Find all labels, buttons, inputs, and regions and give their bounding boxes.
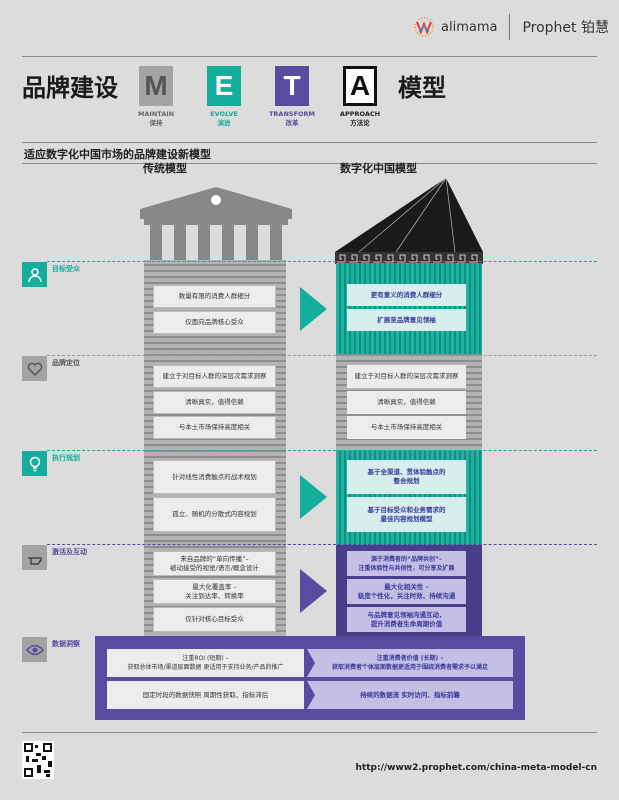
section-label-audience: 目标受众 (52, 265, 80, 273)
divider (22, 56, 597, 57)
traditional-item: 孤立、随机的分散式内容规划 (153, 497, 276, 532)
hand-pointer-icon (22, 545, 47, 570)
digital-item: 与本土市场保持高度相关 (347, 416, 466, 439)
section-divider (47, 544, 597, 545)
eye-icon (22, 637, 47, 662)
traditional-item: 针对线性消费触点的战术规划 (153, 460, 276, 494)
lightbulb-icon (22, 451, 47, 476)
traditional-item: 建立于对目标人群的深层次需求洞察 (153, 365, 276, 388)
section-divider (47, 450, 597, 451)
section-divider (47, 355, 597, 356)
divider (22, 732, 597, 733)
arrow-right-icon (300, 475, 327, 519)
data-traditional-item: 注重ROI (短期) – 获取总体市场/渠道层面数据 更适用于支持业务/产品的推… (107, 649, 304, 677)
person-icon (22, 262, 47, 287)
column-heading-digital: 数字化中国模型 (340, 162, 417, 175)
qr-code-icon (22, 741, 54, 779)
section-label-activation: 激活及互动 (52, 548, 87, 556)
arrow-right-icon (300, 287, 327, 331)
traditional-item: 清晰真实，值得信赖 (153, 391, 276, 414)
section-label-data: 数据洞察 (52, 640, 80, 648)
data-traditional-item: 固定时段的数据快照 周期性获取、指标滞后 (107, 681, 304, 709)
heart-icon (22, 356, 47, 381)
prophet-logo-text: Prophet 铂慧 (522, 20, 609, 36)
digital-item: 基于目标受众和业务需求的 最佳内容规划模型 (347, 497, 466, 532)
data-digital-item: 注重消费者价值 (长期) – 获取消费者个体层面数据更适用于围绕消费者需求予以满… (307, 649, 513, 677)
temple-roof-icon (140, 187, 292, 261)
data-insight-panel: 注重ROI (短期) – 获取总体市场/渠道层面数据 更适用于支持业务/产品的推… (95, 636, 525, 720)
digital-item: 扩展至品牌意见领袖 (347, 309, 466, 331)
footer-url-link[interactable]: http://www2.prophet.com/china-meta-model… (355, 763, 597, 773)
divider (22, 163, 597, 164)
digital-wall-audience (336, 263, 482, 354)
digital-item: 源于消费者的“品牌共创”– 注重体验性与共创性，可分享及扩展 (347, 551, 466, 576)
digital-item: 建立于对目标人群的深层次需求洞察 (347, 365, 466, 388)
traditional-item: 最大化覆盖率 – 关注到达率、转换率 (153, 579, 276, 604)
alimama-logo-icon (414, 17, 434, 37)
logos: alimama Prophet 铂慧 (413, 14, 609, 40)
traditional-item: 来自品牌的“单向传播”– 被动接受的视觉/语言/概念设计 (153, 551, 276, 576)
digital-item: 清晰真实，值得信赖 (347, 391, 466, 414)
arrow-right-icon (300, 569, 327, 613)
digital-item: 更有意义的消费人群细分 (347, 284, 466, 306)
title-suffix: 模型 (398, 74, 446, 102)
divider (22, 142, 597, 143)
alimama-logo-text: alimama (441, 19, 498, 35)
section-label-positioning: 品牌定位 (52, 359, 80, 367)
traditional-item: 仅针对核心目标受众 (153, 607, 276, 632)
digital-item: 基于全渠道、贯体验触点的 整合规划 (347, 460, 466, 494)
title-prefix: 品牌建设 (22, 74, 118, 102)
digital-item: 最大化相关性 – 极度个性化，关注时效、持续沟通 (347, 579, 466, 604)
traditional-item: 数量有限的消费人群细分 (153, 285, 276, 308)
subtitle: 适应数字化中国市场的品牌建设新模型 (24, 148, 211, 161)
column-heading-traditional: 传统模型 (143, 162, 187, 175)
digital-item: 与品牌意见领袖沟通互动， 提升消费者生命周期价值 (347, 607, 466, 632)
section-divider (47, 261, 597, 262)
traditional-item: 与本土市场保持高度相关 (153, 416, 276, 439)
pyramid-roof-icon (335, 178, 483, 264)
section-label-planning: 执行规划 (52, 454, 80, 462)
traditional-item: 仅面向品牌核心受众 (153, 311, 276, 334)
data-digital-item: 持续的数据流 实时访问、指标前瞻 (307, 681, 513, 709)
